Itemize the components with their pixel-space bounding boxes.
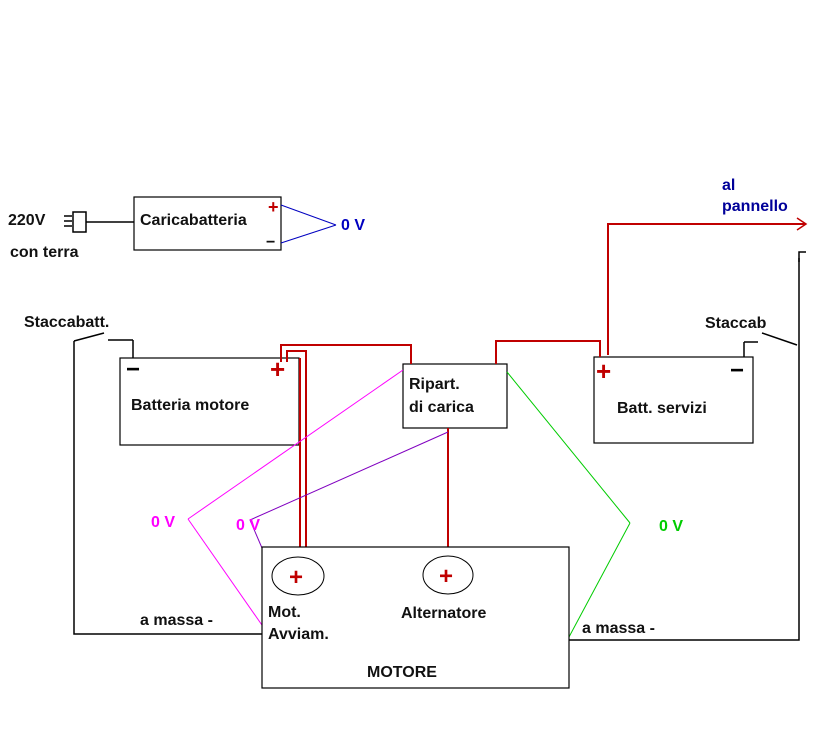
green-zero-volt: 0 V: [659, 518, 683, 535]
battery-engine-label: Batteria motore: [131, 397, 249, 414]
ground-left-label: a massa -: [140, 612, 213, 629]
battery-engine-minus: −: [126, 356, 140, 383]
magenta-sense-wire: [187, 369, 404, 629]
mains-voltage-label: 220V: [8, 212, 46, 229]
switch-left-icon: [73, 332, 134, 358]
splitter-box: [402, 363, 508, 429]
positive-wiring: [280, 340, 601, 563]
switch-right-icon: [743, 332, 798, 357]
battery-service-label: Batt. servizi: [617, 400, 707, 417]
switch-left-label: Staccabatt.: [24, 314, 109, 331]
panel-positive-wire: [607, 223, 805, 355]
charger-minus: −: [266, 234, 275, 251]
alternator-label: Alternatore: [401, 605, 486, 622]
plug-icon: [64, 211, 87, 233]
ground-wire-left: [73, 341, 264, 635]
ground-right-label: a massa -: [582, 620, 655, 637]
purple-sense-wire: [249, 431, 449, 549]
charger-zero-volt: 0 V: [341, 217, 365, 234]
battery-service-plus: +: [596, 356, 611, 386]
ground-wire-right: [569, 258, 800, 641]
panel-label-line1: al: [722, 177, 735, 194]
engine-box: [261, 546, 570, 689]
panel-label-line2: pannello: [722, 198, 788, 215]
engine-label: MOTORE: [367, 664, 437, 681]
mains-earth-label: con terra: [10, 244, 79, 261]
alternator-terminal: [422, 555, 474, 595]
panel-arrow-icon: [796, 217, 808, 231]
purple-zero-volt: 0 V: [236, 517, 260, 534]
switch-right-label: Staccab: [705, 315, 767, 332]
splitter-label-line1: Ripart.: [409, 376, 460, 393]
panel-ground-arrow-icon: [798, 251, 806, 262]
starter-label-line1: Mot.: [268, 604, 301, 621]
splitter-label-line2: di carica: [409, 399, 474, 416]
battery-service-box: [593, 356, 754, 444]
battery-engine-plus: +: [270, 354, 285, 384]
charger-output-wires: [280, 204, 337, 244]
battery-engine-box: [119, 357, 300, 446]
starter-terminal: [271, 556, 325, 596]
starter-plus: +: [289, 564, 303, 591]
alternator-plus: +: [439, 563, 453, 590]
charger-plus: +: [268, 197, 279, 217]
green-sense-wire: [506, 371, 631, 638]
starter-label-line2: Avviam.: [268, 626, 329, 643]
magenta-zero-volt: 0 V: [151, 514, 175, 531]
charger-label: Caricabatteria: [140, 212, 247, 229]
charger-box: [133, 196, 282, 251]
battery-service-minus: −: [730, 357, 744, 384]
